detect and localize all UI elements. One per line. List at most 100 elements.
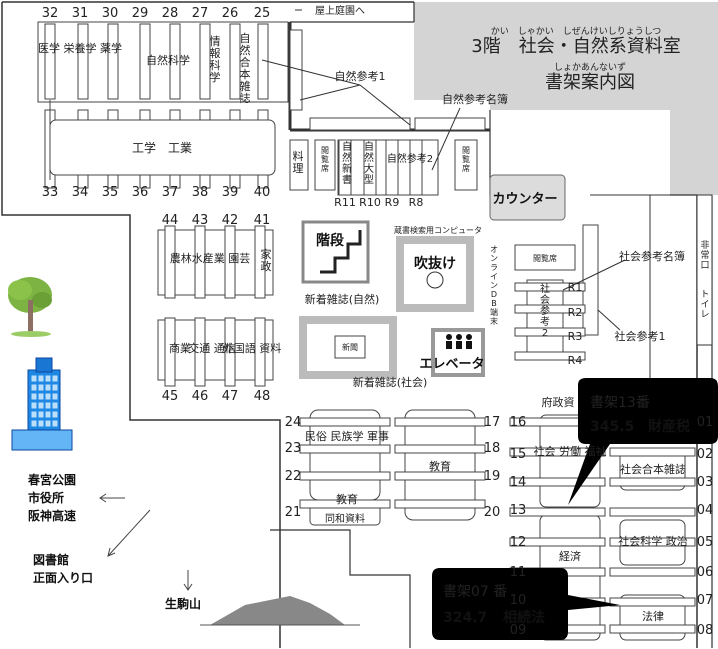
map-subtitle: 書架案内図: [545, 72, 635, 93]
callout-13-title: 書架13番: [590, 395, 650, 411]
shelf-number-mid-bottom: 47: [222, 389, 239, 404]
reading-table-1-label: 閲覧席: [321, 146, 329, 173]
nature-ref1-shelf-h2: [414, 117, 486, 131]
shelf-label-social-journal: 社会合本雑誌: [620, 462, 686, 476]
shelf-number-r-side: R3: [568, 330, 583, 343]
shelf-bar-rn-2: [385, 139, 399, 196]
window: [31, 393, 37, 400]
counter-label: カウンター: [492, 192, 557, 207]
opac-label: 蔵書検索用コンピュータ: [394, 225, 482, 235]
shelf-bar-left-col-2: [299, 471, 391, 481]
shelf-number-bottom: 40: [254, 185, 271, 200]
shelf-number-bottom: 34: [72, 185, 89, 200]
shelf-bar-r2: [514, 304, 586, 314]
callout-13-subject: 財産税: [647, 418, 690, 435]
outer-wall-left: [1, 2, 281, 648]
reading-table-3-label: 閲覧席: [533, 253, 557, 263]
shelf-number-right: 05: [697, 535, 714, 550]
window: [52, 384, 58, 391]
shelf-label-education: 教育: [429, 459, 451, 473]
nature-ref1-shelf-h1: [309, 117, 411, 131]
emergency-exit-label: 非常口: [700, 239, 709, 271]
shelf-bar-right-4: [609, 537, 696, 547]
shelf-number-right: 04: [697, 503, 714, 518]
shelf-bar-rn-1: [363, 139, 377, 196]
shelf-number-bottom: 38: [192, 185, 209, 200]
window: [52, 375, 58, 382]
shelf-bar-mid-bottom-2: [224, 317, 236, 387]
atrium-circle: [426, 271, 444, 289]
window: [38, 375, 44, 382]
callout-07-subject: 相続法: [503, 609, 545, 626]
window: [45, 411, 51, 418]
shelf-bar-col16-3: [509, 507, 606, 517]
window: [52, 420, 58, 427]
window: [52, 393, 58, 400]
shelf-bar-top-4: [169, 23, 181, 100]
shelf-label-dowa: 同和資料: [325, 512, 365, 525]
mid-shelf-bars: [164, 225, 266, 387]
callout-07-title: 書架07 番: [443, 584, 507, 600]
shelf-label-folklore: 民俗 民族学 軍事: [305, 429, 389, 443]
window: [45, 375, 51, 382]
shelf-number-col16: 15: [510, 447, 527, 462]
shelf-number-top: 28: [162, 6, 179, 21]
window: [31, 384, 37, 391]
shelf-bar-top-1: [77, 23, 89, 100]
shelf-number-r-side: R1: [568, 281, 583, 294]
shelf-bar-top-6: [229, 23, 241, 100]
shelf-bar-col16-1: [509, 447, 606, 457]
shelf-bar-r4: [514, 351, 586, 361]
atrium-label: 吹抜け: [414, 255, 456, 272]
shelf-number-mid-bottom: 48: [254, 389, 271, 404]
shelf-label-labor: 社会 労働 福祉: [534, 444, 607, 458]
shelf-bar-mid-bottom-0: [164, 317, 176, 387]
shelf-bar-col16-4: [509, 537, 606, 547]
shelf-number-bottom: 37: [162, 185, 179, 200]
mountain-label: 生駒山: [165, 596, 201, 611]
shelf-bar-mid-top-3: [254, 225, 266, 299]
shelf-bar-right-2: [609, 477, 696, 487]
mountain-icon: [210, 596, 345, 625]
shelf-number-rn: R10: [359, 196, 381, 209]
city-hall-icon: [11, 357, 73, 451]
shelf-label-education2: 教育: [336, 492, 358, 506]
shelf-label-engineering: 工学 工業: [132, 140, 192, 155]
social-ref1-label: 社会参考1: [615, 329, 666, 343]
shelf-bar-top-2: [107, 23, 119, 100]
shelf-label-economy: 経済: [559, 549, 581, 563]
direction-arrows: [99, 493, 193, 591]
shelf-bar-col16-2: [509, 477, 606, 487]
shelf-number-col17: 18: [484, 441, 501, 456]
window: [38, 384, 44, 391]
reading-table-3-box: [514, 244, 576, 271]
shelf-bar-col17-0: [394, 417, 486, 427]
shelf-bar-rn-3: [409, 139, 423, 196]
shelf-bar-mid-bottom-3: [254, 317, 266, 387]
window: [52, 402, 58, 409]
shelf-bar-right-1: [609, 447, 696, 457]
shelf-label-info-science: 情報科学: [210, 35, 221, 84]
shelf-label-natural-science: 自然科学: [146, 53, 190, 67]
shelf-bar-mid-top-2: [224, 225, 236, 299]
shelf-bar-right-7: [609, 624, 696, 634]
newspaper-table: [334, 335, 366, 359]
shelf-number-col16: 12: [510, 535, 527, 550]
public-finance-label: 府政資: [542, 395, 575, 409]
shelf-block-education: [404, 409, 476, 521]
new-magazines-nature-label: 新着雑誌(自然): [305, 292, 380, 306]
shelf-label-medicine: 医学 栄養学 薬学: [38, 41, 122, 55]
shelf-label-law: 法律: [642, 609, 664, 623]
shelf-number-r-side: R2: [568, 306, 583, 319]
shelf-number-mid-top: 41: [254, 213, 271, 228]
shelf-number-right: 06: [697, 565, 714, 580]
stairs-icon: [320, 230, 362, 274]
shelf-number-col16: 16: [510, 415, 527, 430]
callout-13-code: 345.5: [590, 419, 634, 435]
window: [45, 402, 51, 409]
shelf-block-commerce: [157, 319, 274, 381]
shelf-number-rn: R11: [334, 196, 356, 209]
window: [45, 384, 51, 391]
